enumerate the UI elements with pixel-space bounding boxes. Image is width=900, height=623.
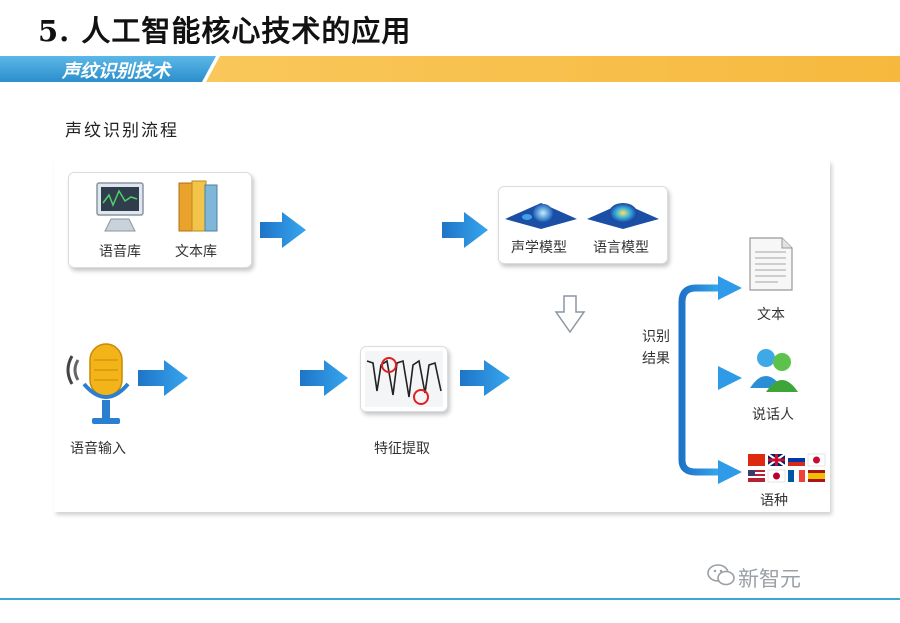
label-result-line2: 结果	[642, 351, 670, 367]
computer-icon	[96, 182, 144, 232]
model-box: 声学模型 语言模型	[498, 186, 668, 264]
language-model-icon	[587, 203, 659, 229]
section-banner	[0, 56, 900, 82]
label-feature-extraction: 特征提取	[374, 441, 430, 457]
microphone-icon	[66, 343, 130, 424]
voiceprint-flow-diagram: 语音库 文本库 声学模型 语言模型	[54, 160, 830, 512]
page-title: 5. 人工智能核心技术的应用	[38, 14, 412, 48]
label-speech-input: 语音输入	[70, 441, 126, 457]
flags-icon	[748, 453, 826, 483]
label-language-model: 语言模型	[593, 240, 649, 256]
flow-arrows	[138, 212, 742, 484]
users-icon	[750, 349, 798, 392]
waveform-icon	[365, 351, 443, 407]
footer-divider	[0, 598, 900, 600]
wechat-icon	[707, 564, 735, 586]
branch-arrows-icon	[628, 284, 724, 476]
label-output-speaker: 说话人	[752, 407, 794, 423]
arrow-down-icon	[554, 295, 586, 334]
section-tab-label: 声纹识别技术	[62, 61, 170, 82]
books-icon	[178, 180, 218, 232]
label-speech-db: 语音库	[99, 244, 141, 260]
database-box: 语音库 文本库	[68, 172, 252, 268]
acoustic-model-icon	[505, 203, 577, 229]
label-acoustic-model: 声学模型	[511, 240, 567, 256]
label-output-text: 文本	[757, 307, 785, 323]
document-icon	[749, 237, 793, 291]
watermark: 新智元	[738, 567, 801, 591]
feature-extraction-box	[360, 346, 448, 412]
diagram-subtitle: 声纹识别流程	[65, 121, 179, 141]
label-result-line1: 识别	[642, 329, 670, 345]
label-text-db: 文本库	[175, 244, 217, 260]
label-output-language: 语种	[760, 493, 788, 509]
arrow-right-icon	[138, 212, 510, 396]
